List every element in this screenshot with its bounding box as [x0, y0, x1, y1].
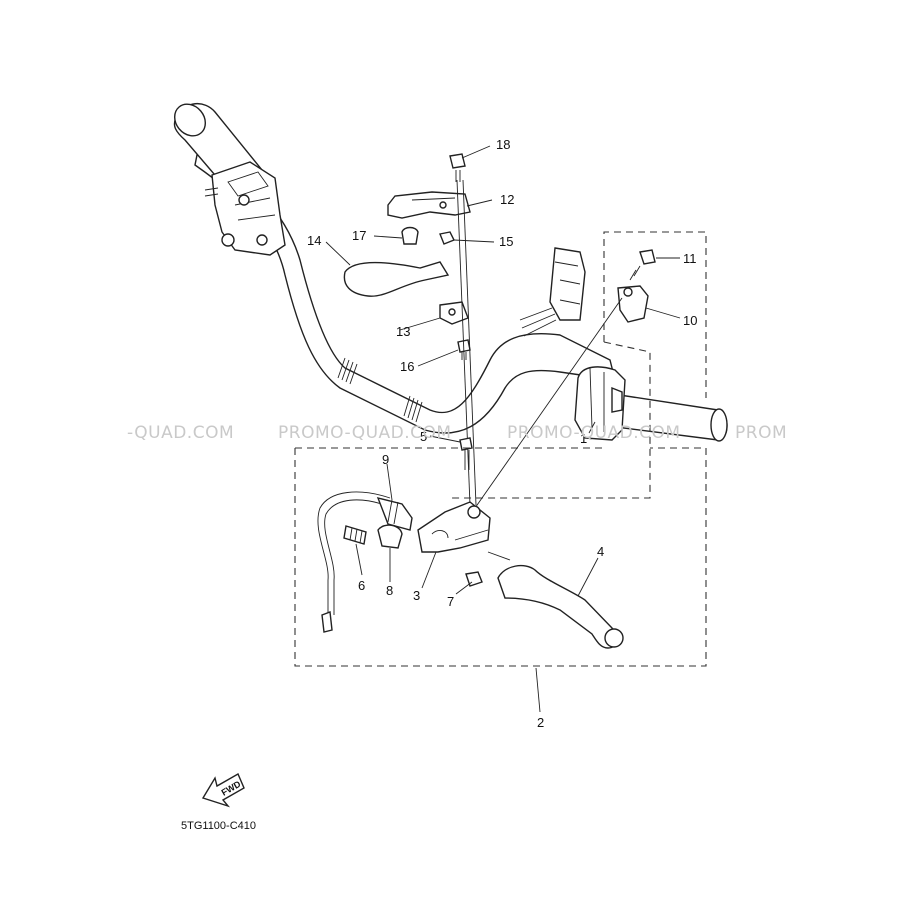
callout-18: 18	[496, 137, 510, 152]
callout-15: 15	[499, 234, 513, 249]
clutch-cable	[317, 491, 391, 633]
bolt-6	[343, 525, 367, 545]
callout-11: 11	[683, 251, 697, 266]
right-handlebar-switch	[574, 366, 626, 441]
leader-lines	[325, 145, 681, 713]
handlebar	[173, 103, 728, 442]
fwd-arrow-icon: FWD	[201, 773, 245, 808]
callout-7: 7	[447, 594, 454, 609]
cap-17	[401, 226, 419, 245]
assembly-line-vertical	[456, 179, 471, 506]
lever-14	[343, 261, 450, 297]
screw-small	[629, 249, 656, 281]
callout-8: 8	[386, 583, 393, 598]
watermark-1: -QUAD.COM	[127, 423, 234, 443]
callout-6: 6	[358, 578, 365, 593]
locknut-8	[377, 524, 403, 549]
callout-4: 4	[597, 544, 604, 559]
watermark-3: PROMO-QUAD.COM	[507, 423, 681, 443]
assembly-line-vertical-2	[462, 179, 477, 506]
left-control-housing	[204, 161, 286, 256]
watermark-4: PROM	[735, 423, 787, 443]
wire-connector	[519, 247, 586, 337]
callout-16: 16	[400, 359, 414, 374]
group-box-2	[294, 447, 707, 667]
group-box-switch	[450, 341, 651, 499]
callout-13: 13	[396, 324, 410, 339]
adjuster-9	[376, 496, 413, 531]
diagram-code: 5TG1100-C410	[181, 820, 256, 832]
switch-component	[617, 285, 649, 323]
callout-5: 5	[420, 429, 427, 444]
lever-4	[487, 551, 624, 649]
nut-7	[465, 571, 483, 587]
callout-12: 12	[500, 192, 514, 207]
callout-14: 14	[307, 233, 321, 248]
callout-2: 2	[537, 715, 544, 730]
callout-17: 17	[352, 228, 366, 243]
callout-10: 10	[683, 313, 697, 328]
callout-9: 9	[382, 452, 389, 467]
bracket-3	[417, 501, 491, 553]
watermark-2: PROMO-QUAD.COM	[278, 423, 452, 443]
group-box-switch-top	[603, 231, 707, 398]
lever-holder	[387, 191, 471, 219]
callout-3: 3	[413, 588, 420, 603]
assembly-line-diagonal	[474, 297, 623, 509]
bolt-18	[449, 153, 466, 182]
callout-1: 1	[580, 431, 587, 446]
nut-15	[439, 231, 455, 245]
bolt-5	[459, 437, 473, 470]
plate-13	[439, 301, 469, 325]
